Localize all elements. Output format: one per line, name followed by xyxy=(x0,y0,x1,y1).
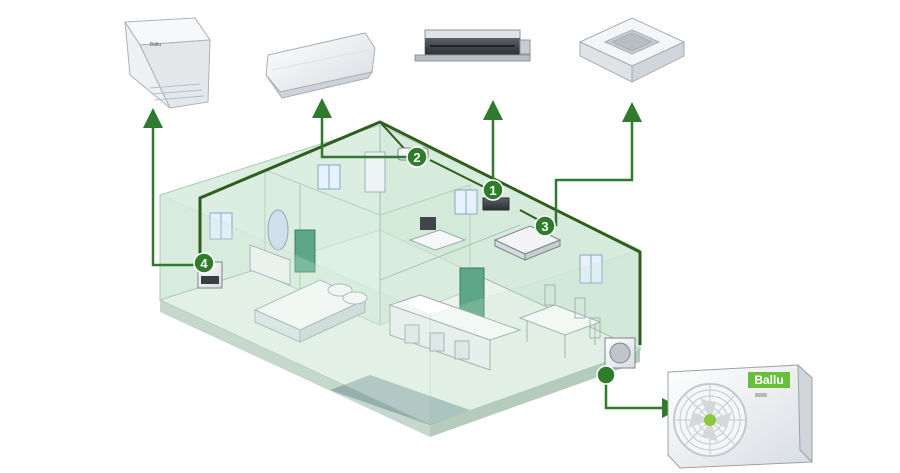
arrow-unit-3 xyxy=(545,102,642,227)
svg-text:4: 4 xyxy=(200,256,208,271)
desk xyxy=(408,217,467,251)
brand-logo xyxy=(748,372,790,388)
arrow-unit-2 xyxy=(312,98,417,159)
wall-split-unit-icon xyxy=(265,32,376,99)
badge-4: 4 xyxy=(193,252,215,274)
outdoor-unit-installed xyxy=(604,337,636,369)
arrow-outdoor xyxy=(604,375,682,418)
window xyxy=(209,164,603,284)
floor-ceiling-unit-icon: Ballu xyxy=(124,17,211,109)
ducted-unit-icon xyxy=(414,29,531,62)
kitchen-counter xyxy=(388,294,522,371)
bed xyxy=(253,279,368,343)
badge-3: 3 xyxy=(534,215,556,237)
badge-2: 2 xyxy=(406,146,428,168)
svg-text:Ballu: Ballu xyxy=(754,373,783,387)
badge-1: 1 xyxy=(482,179,504,201)
svg-text:1: 1 xyxy=(489,183,496,198)
outdoor-connection-dot xyxy=(596,365,616,385)
cassette-unit-icon xyxy=(578,17,686,83)
bathtub xyxy=(249,244,291,286)
svg-text:3: 3 xyxy=(541,219,548,234)
arrow-unit-4 xyxy=(143,108,203,267)
door xyxy=(294,229,316,273)
svg-text:2: 2 xyxy=(413,150,420,165)
dining-table xyxy=(518,284,602,358)
house-cutaway xyxy=(158,124,642,437)
svg-text:Ballu: Ballu xyxy=(150,42,161,48)
outdoor-unit-icon: Ballu xyxy=(667,363,813,469)
